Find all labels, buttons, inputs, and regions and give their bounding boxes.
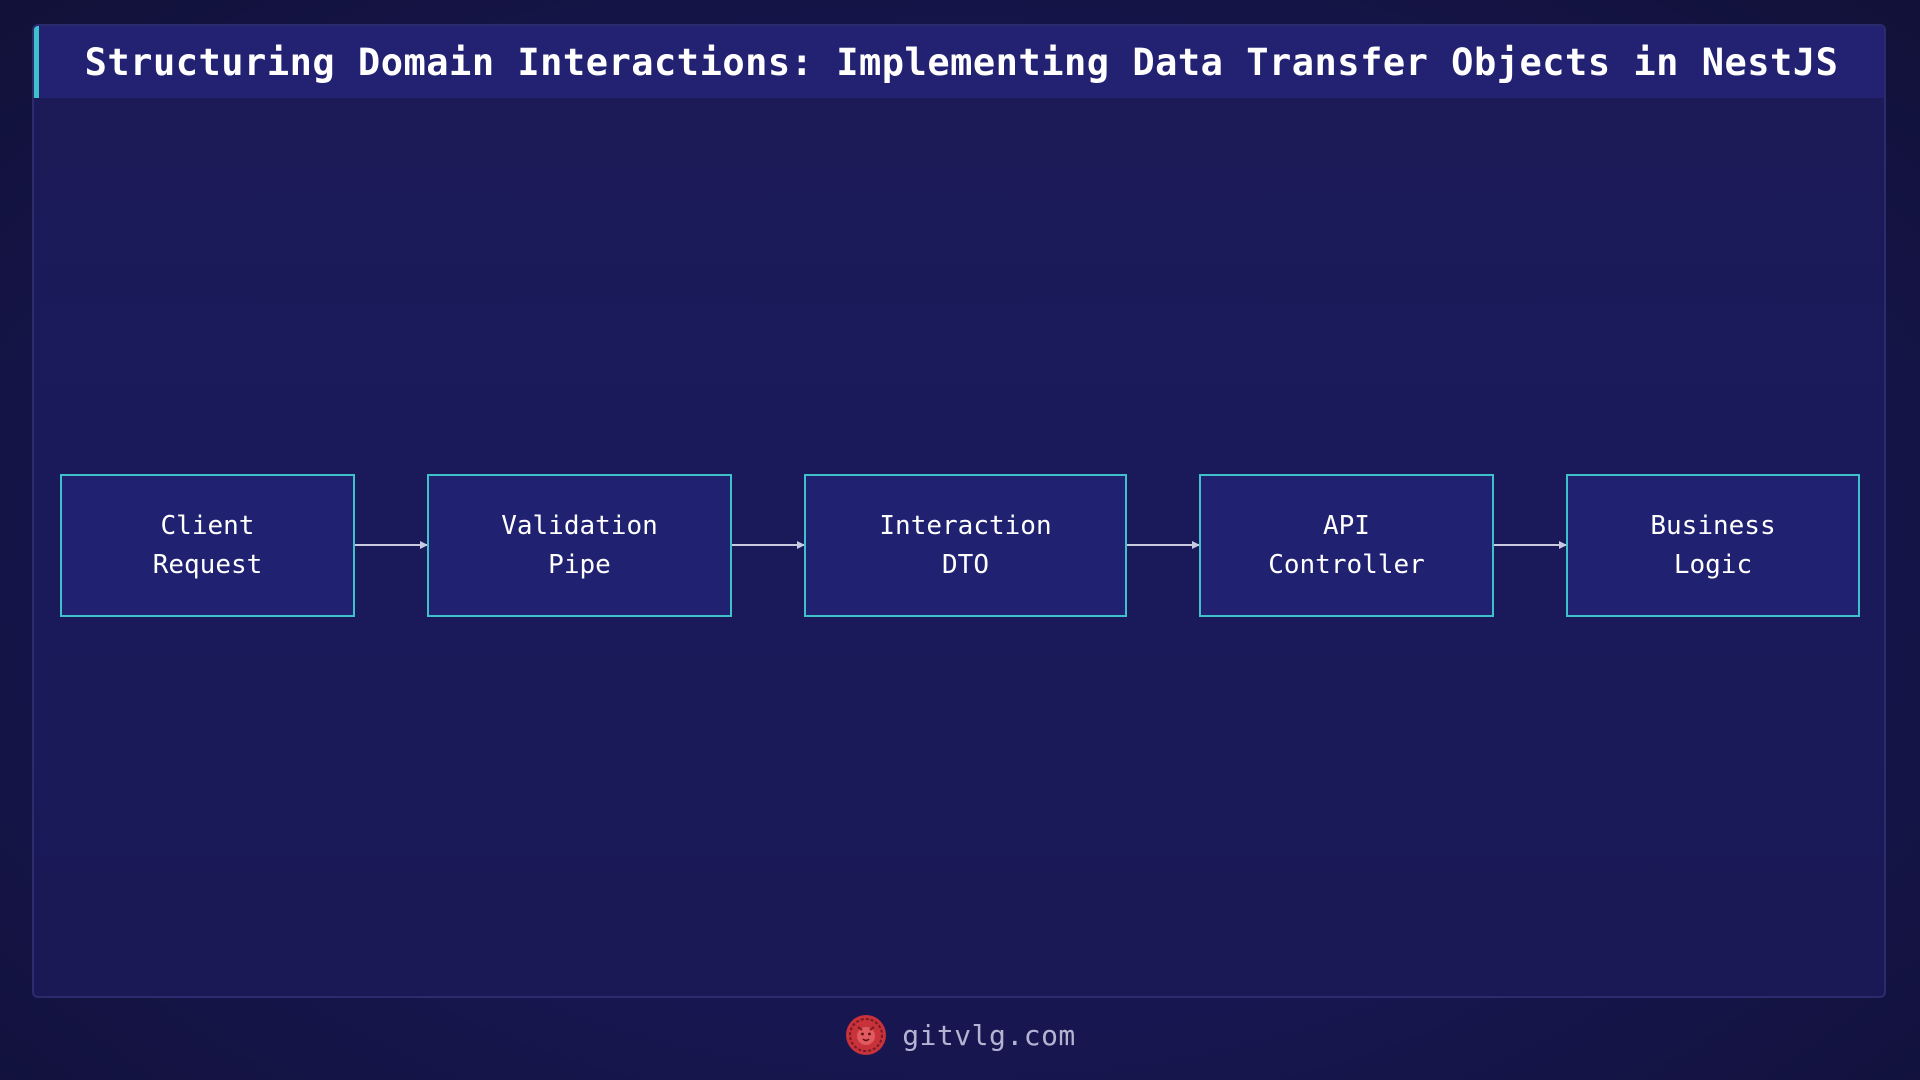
- node-label: Validation Pipe: [501, 510, 658, 580]
- footer-site-link[interactable]: gitvlg.com: [902, 1018, 1076, 1052]
- node-label: Business Logic: [1650, 510, 1776, 580]
- title-bar: Structuring Domain Interactions: Impleme…: [34, 26, 1884, 98]
- footer: gitvlg.com: [0, 1010, 1920, 1060]
- node-interaction-dto: Interaction DTO: [804, 474, 1127, 617]
- node-api-controller: API Controller: [1199, 474, 1494, 617]
- node-validation-pipe: Validation Pipe: [427, 474, 732, 617]
- node-label: Client Request: [152, 510, 263, 580]
- page-title: Structuring Domain Interactions: Impleme…: [84, 40, 1839, 84]
- lion-logo-icon: [846, 1015, 887, 1055]
- node-label: API Controller: [1268, 510, 1425, 580]
- node-label: Interaction DTO: [879, 510, 1052, 580]
- node-client-request: Client Request: [60, 474, 355, 617]
- node-business-logic: Business Logic: [1566, 474, 1860, 617]
